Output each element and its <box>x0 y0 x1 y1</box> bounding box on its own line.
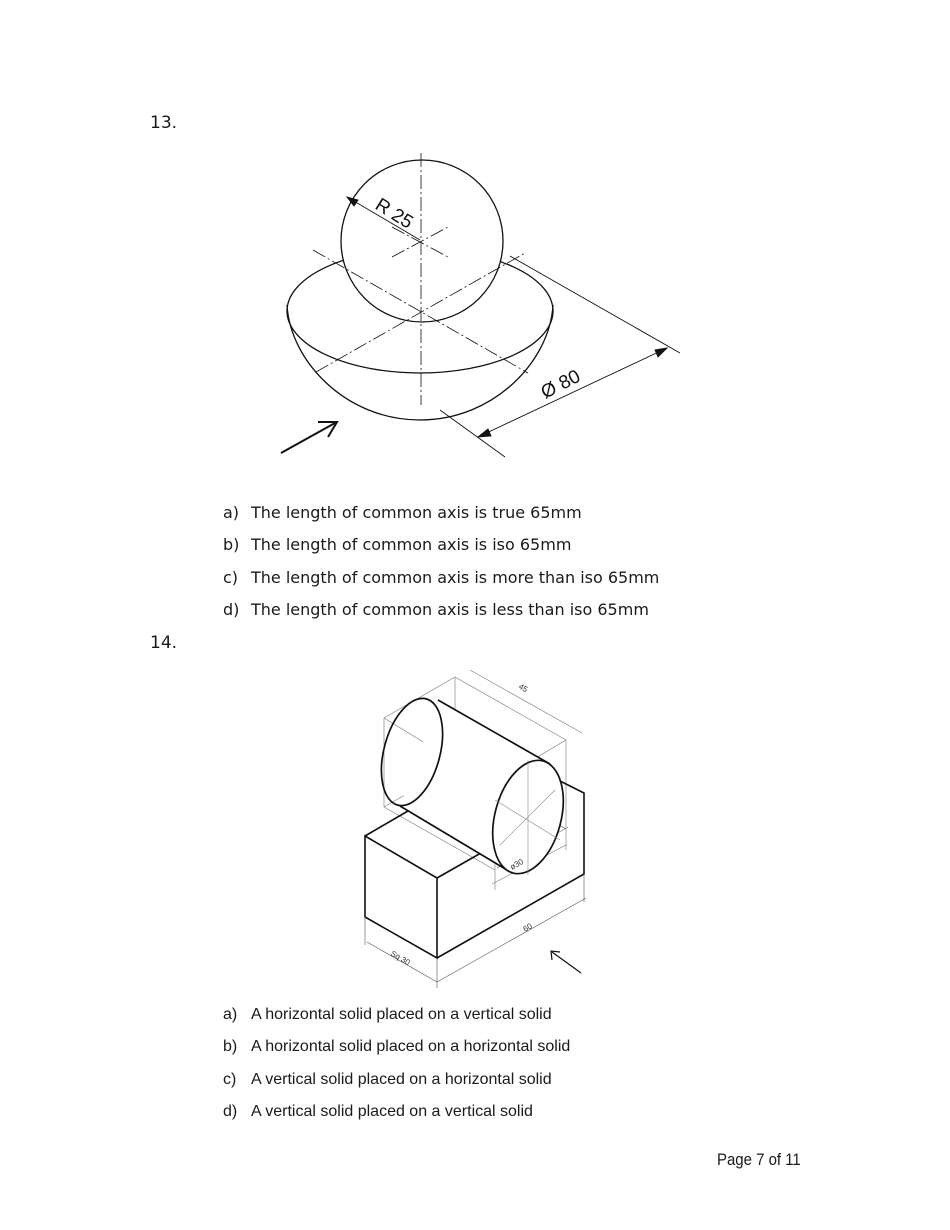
question-number-14: 14. <box>150 633 178 653</box>
option-13d[interactable]: d)The length of common axis is less than… <box>223 599 649 619</box>
figure-cylinder-on-prism: 45 ø30 60 Sq 30 <box>364 669 587 988</box>
option-14a[interactable]: a)A horizontal solid placed on a vertica… <box>223 1006 552 1023</box>
length-45-label: 45 <box>517 682 530 695</box>
options-list-14: a)A horizontal solid placed on a vertica… <box>223 1005 570 1134</box>
option-14d[interactable]: d)A vertical solid placed on a vertical … <box>223 1102 533 1120</box>
option-13a[interactable]: a)The length of common axis is true 65mm <box>223 503 582 522</box>
figure-sphere-on-hemisphere: R 25 Ø 80 <box>280 153 681 458</box>
square-30-label: Sq 30 <box>389 949 412 968</box>
options-list-13: a)The length of common axis is true 65mm… <box>223 503 659 632</box>
view-arrow-icon <box>280 421 339 454</box>
option-13c[interactable]: c)The length of common axis is more than… <box>223 567 660 587</box>
page-number: Page 7 of 11 <box>717 1150 801 1169</box>
option-14b[interactable]: b)A horizontal solid placed on a horizon… <box>223 1038 571 1056</box>
length-60-label: 60 <box>522 921 535 934</box>
view-arrow-icon <box>550 950 582 974</box>
option-14c[interactable]: c)A vertical solid placed on a horizonta… <box>223 1070 552 1088</box>
question-number-13: 13. <box>150 113 178 133</box>
option-13b[interactable]: b)The length of common axis is iso 65mm <box>223 535 572 555</box>
